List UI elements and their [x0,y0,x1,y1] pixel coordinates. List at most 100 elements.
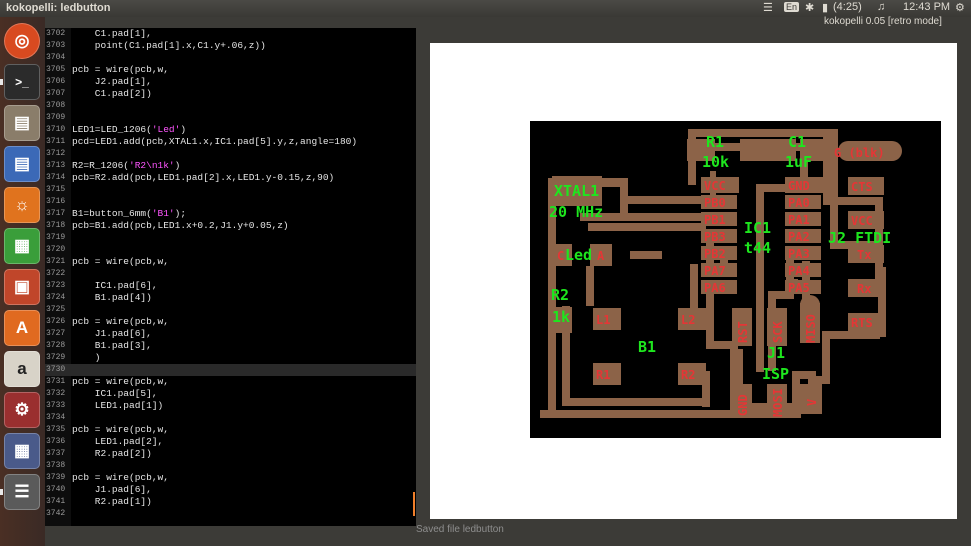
pad-label-vcc: VCC [704,179,726,193]
code-line[interactable]: 3729 ) [45,352,416,364]
code-line[interactable]: 3708 [45,100,416,112]
code-text-segment: ) [72,352,101,363]
code-line[interactable]: 3733 LED1.pad[1]) [45,400,416,412]
keyboard-layout-indicator[interactable]: En [784,2,800,12]
code-line[interactable]: 3741 R2.pad[1]) [45,496,416,508]
line-number: 3706 [46,77,66,86]
volume-icon[interactable]: ♫ [877,1,886,13]
line-number: 3722 [46,269,66,278]
code-text-segment: ); [174,208,187,219]
code-line[interactable]: 3719 [45,232,416,244]
pad-label-pa2: PA2 [788,230,810,244]
code-line[interactable]: 3727 J1.pad[6], [45,328,416,340]
software-center-icon[interactable]: A [4,310,40,346]
firefox-icon[interactable]: ☼ [4,187,40,223]
libreoffice-calc-icon[interactable]: ▦ [4,228,40,264]
line-number: 3726 [46,317,66,326]
amazon-icon[interactable]: a [4,351,40,387]
line-number: 3735 [46,425,66,434]
bluetooth-icon[interactable]: ✱ [805,2,815,14]
label-ic1: IC1 [744,219,771,237]
code-text: pcb=B1.add(pcb,LED1.x+0.2,J1.y+0.05,z) [72,220,289,232]
line-number: 3727 [46,329,66,338]
code-line[interactable]: 3740 J1.pad[6], [45,484,416,496]
code-line[interactable]: 3728 B1.pad[3], [45,340,416,352]
code-text: pcb = wire(pcb,w, [72,64,169,76]
pad-label-pb2: PB2 [704,247,726,261]
workspace-switcher-icon[interactable]: ▦ [4,433,40,469]
label-led: Led [565,246,592,264]
code-line[interactable]: 3709 [45,112,416,124]
running-indicator [0,79,3,85]
code-text: point(C1.pad[1].x,C1.y+.06,z)) [72,40,266,52]
string-literal: 'B1' [151,208,175,219]
line-number: 3708 [46,101,66,110]
code-line[interactable]: 3742 [45,508,416,520]
code-line[interactable]: 3734 [45,412,416,424]
code-line[interactable]: 3720 [45,244,416,256]
pad-label-led-a: A [597,249,605,263]
terminal-icon[interactable]: >_ [4,64,40,100]
line-number: 3715 [46,185,66,194]
gear-icon[interactable]: ⚙ [955,2,965,14]
code-editor[interactable]: 3702 C1.pad[1],3703 point(C1.pad[1].x,C1… [45,28,416,526]
pad-label-isp-gnd: GND [736,394,750,416]
code-text-segment: pcb = wire(pcb,w, [72,64,169,75]
pad-labels: G (blk) VCC PB0 PB1 PB3 PB2 PA7 PA6 GND … [557,146,885,417]
code-line[interactable]: 3704 [45,52,416,64]
code-line[interactable]: 3737 R2.pad[2]) [45,448,416,460]
battery-icon[interactable]: ▮ [822,2,829,14]
battery-time[interactable]: (4:25) [833,1,862,13]
code-line[interactable]: 3707 C1.pad[2]) [45,88,416,100]
libreoffice-impress-icon[interactable]: ▣ [4,269,40,305]
code-line[interactable]: 3736 LED1.pad[2], [45,436,416,448]
layered-app-icon[interactable]: ☰ [4,474,40,510]
file-manager-icon[interactable]: ▤ [4,105,40,141]
code-line[interactable]: 3723 IC1.pad[6], [45,280,416,292]
string-literal: 'R2\n1k' [129,160,175,171]
code-text: LED1.pad[1]) [72,400,163,412]
line-number: 3740 [46,485,66,494]
code-line[interactable]: 3722 [45,268,416,280]
code-line[interactable]: 3703 point(C1.pad[1].x,C1.y+.06,z)) [45,40,416,52]
editor-scroll-marker[interactable] [413,492,415,516]
wifi-icon[interactable]: ☰ [763,2,773,14]
code-line[interactable]: 3732 IC1.pad[5], [45,388,416,400]
line-number: 3742 [46,509,66,518]
code-line[interactable]: 3725 [45,304,416,316]
code-line[interactable]: 3712 [45,148,416,160]
clock[interactable]: 12:43 PM [903,1,951,13]
code-line[interactable]: 3738 [45,460,416,472]
code-line[interactable]: 3724 B1.pad[4]) [45,292,416,304]
code-text-segment: pcb = wire(pcb,w, [72,376,169,387]
code-text-segment: point(C1.pad[1].x,C1.y+.06,z)) [72,40,266,51]
code-text-segment: LED1=LED_1206( [72,124,152,135]
code-line[interactable]: 3702 C1.pad[1], [45,28,416,40]
pad-label-pa3: PA3 [788,247,810,261]
code-line[interactable]: 3706 J2.pad[1], [45,76,416,88]
pad-label-pa4: PA4 [788,264,810,278]
dash-home-icon[interactable]: ◎ [4,23,40,59]
line-number: 3729 [46,353,66,362]
pcb-view[interactable]: G (blk) VCC PB0 PB1 PB3 PB2 PA7 PA6 GND … [530,121,941,438]
code-line[interactable]: 3730 [45,364,416,376]
libreoffice-writer-icon[interactable]: ▤ [4,146,40,182]
code-line[interactable]: 3715 [45,184,416,196]
system-settings-icon[interactable]: ⚙ [4,392,40,428]
top-panel: kokopelli: ledbutton ☰ En ✱ ▮ (4:25) ♫ 1… [0,0,971,17]
code-text: B1=button_6mm('B1'); [72,208,186,220]
code-text: B1.pad[4]) [72,292,152,304]
code-line[interactable]: 3716 [45,196,416,208]
